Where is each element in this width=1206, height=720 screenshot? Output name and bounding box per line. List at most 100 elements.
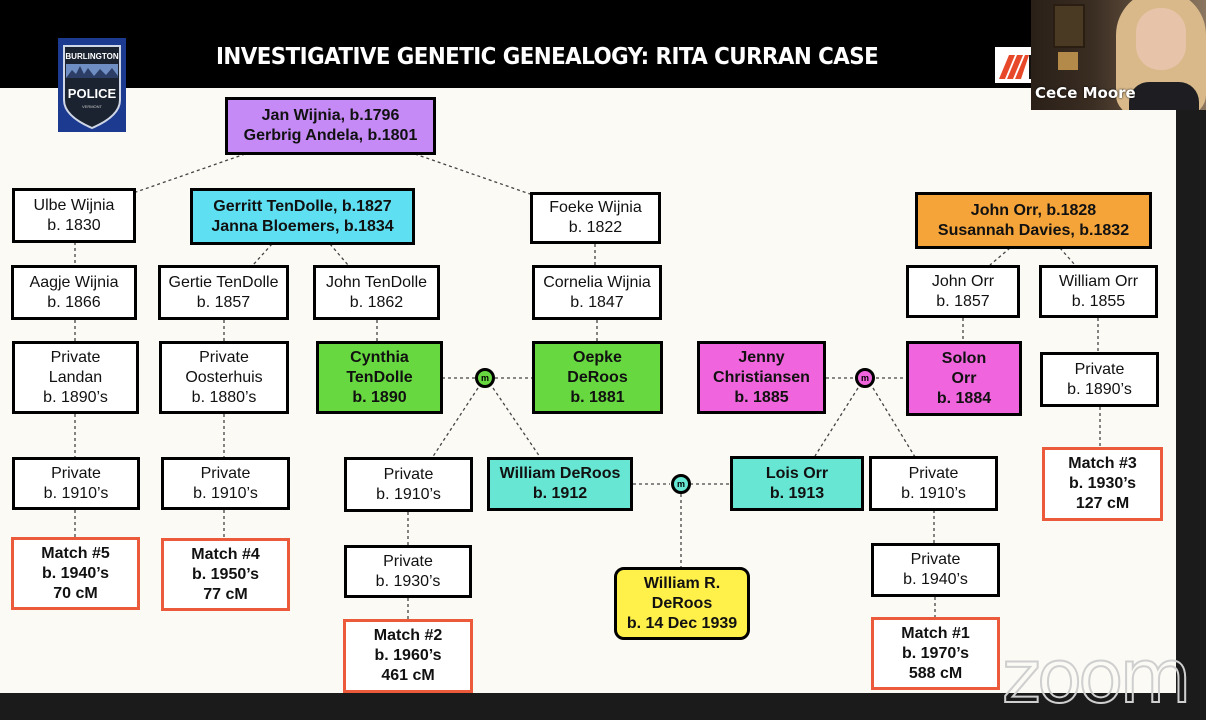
person-box-private-1940s: Private b. 1940’s <box>871 543 1000 597</box>
person-line: b. 1890 <box>352 388 407 406</box>
person-line: b. 14 Dec 1939 <box>626 614 738 632</box>
person-box-john-tendolle: John TenDolle b. 1862 <box>313 265 440 320</box>
person-box-william-r-deroos: William R. DeRoos b. 14 Dec 1939 <box>614 567 750 640</box>
person-line: Christiansen <box>713 368 810 386</box>
person-line: Lois Orr <box>765 464 829 482</box>
person-line: b. 1881 <box>570 388 625 406</box>
person-line: b. 1930’s <box>375 572 441 590</box>
person-box-oepke: Oepke DeRoos b. 1881 <box>532 341 663 414</box>
participant-name-label: CeCe Moore <box>1035 84 1136 102</box>
person-box-private-1910s: Private b. 1910’s <box>869 456 998 511</box>
person-box-cornelia: Cornelia Wijnia b. 1847 <box>532 265 662 320</box>
person-line: Gerbrig Andela, b.1801 <box>243 127 418 144</box>
match-line: 77 cM <box>203 585 248 603</box>
match-line: 588 cM <box>908 664 963 682</box>
person-line: William DeRoos <box>499 465 621 482</box>
person-line: Gertie TenDolle <box>168 273 279 291</box>
person-box-jan-gerbrig: Jan Wijnia, b.1796 Gerbrig Andela, b.180… <box>225 97 436 155</box>
person-box-private-1910s: Private b. 1910’s <box>12 457 140 510</box>
person-line: Jan Wijnia, b.1796 <box>261 107 400 124</box>
slide-title: INVESTIGATIVE GENETIC GENEALOGY: RITA CU… <box>216 44 879 70</box>
person-line: William Orr <box>1058 272 1139 290</box>
person-line: b. 1855 <box>1071 292 1126 310</box>
person-line: Private <box>383 465 434 483</box>
person-line: Private <box>51 464 101 482</box>
participant-body <box>1129 82 1199 110</box>
person-box-private-oosterhuis: Private Oosterhuis b. 1880’s <box>159 341 289 414</box>
match-line: Match #5 <box>41 544 110 562</box>
person-line: Landan <box>48 368 103 386</box>
person-box-cynthia: Cynthia TenDolle b. 1890 <box>316 341 443 414</box>
background-box <box>1058 52 1078 70</box>
person-line: John Orr <box>931 272 995 290</box>
match-box-4: Match #4 b. 1950’s 77 cM <box>161 538 290 611</box>
match-box-5: Match #5 b. 1940’s 70 cM <box>11 537 140 610</box>
person-box-gertie: Gertie TenDolle b. 1857 <box>158 265 289 320</box>
match-line: b. 1940’s <box>41 564 109 582</box>
person-box-private-1930s: Private b. 1930’s <box>344 545 472 598</box>
person-line: b. 1910’s <box>43 484 109 502</box>
match-line: Match #3 <box>1068 455 1137 472</box>
person-line: b. 1857 <box>936 292 990 310</box>
participant-face <box>1136 8 1186 70</box>
match-line: Match #2 <box>373 627 443 644</box>
person-box-lois-orr: Lois Orr b. 1913 <box>730 456 864 511</box>
person-line: b. 1890’s <box>1067 380 1132 398</box>
person-line: b. 1885 <box>734 388 789 406</box>
person-line: b. 1910’s <box>376 485 441 503</box>
zoom-watermark: zoom <box>1001 634 1193 720</box>
person-line: DeRoos <box>651 594 713 612</box>
person-line: b. 1884 <box>936 389 992 407</box>
person-line: b. 1913 <box>769 484 825 502</box>
person-line: DeRoos <box>567 368 628 386</box>
participant-video-tile[interactable]: CeCe Moore <box>1031 0 1206 110</box>
person-line: b. 1890’s <box>43 388 108 406</box>
person-box-private-1910s: Private b. 1910’s <box>344 457 473 512</box>
person-box-jenny: Jenny Christiansen b. 1885 <box>697 341 826 414</box>
svg-text:BURLINGTON: BURLINGTON <box>65 52 118 61</box>
person-line: b. 1880’s <box>191 388 257 406</box>
person-line: Private <box>383 552 433 570</box>
person-box-foeke: Foeke Wijnia b. 1822 <box>530 192 661 244</box>
person-line: Susannah Davies, b.1832 <box>937 221 1130 239</box>
person-line: Private <box>199 348 249 366</box>
person-box-solon: Solon Orr b. 1884 <box>906 341 1022 416</box>
person-box-gerritt-janna: Gerritt TenDolle, b.1827 Janna Bloemers,… <box>190 188 415 245</box>
person-line: b. 1910’s <box>193 484 258 502</box>
person-box-aagje: Aagje Wijnia b. 1866 <box>11 265 137 320</box>
match-line: b. 1930’s <box>1068 475 1136 492</box>
person-line: Foeke Wijnia <box>549 199 642 216</box>
person-line: Private <box>1074 360 1125 378</box>
person-line: Solon <box>941 349 987 367</box>
burlington-police-logo: BURLINGTON POLICE VERMONT <box>58 38 126 132</box>
match-box-3: Match #3 b. 1930’s 127 cM <box>1042 447 1163 521</box>
match-line: b. 1950’s <box>191 565 259 583</box>
match-box-1: Match #1 b. 1970’s 588 cM <box>871 617 1000 690</box>
svg-text:VERMONT: VERMONT <box>82 104 103 109</box>
person-line: b. 1940’s <box>903 571 968 588</box>
person-line: Ulbe Wijnia <box>33 196 115 214</box>
connector-lines <box>74 153 1101 619</box>
person-line: Private <box>908 464 959 482</box>
person-line: Orr <box>951 369 977 387</box>
match-line: 461 cM <box>381 667 435 684</box>
person-line: Private <box>50 348 101 366</box>
person-box-john-orr: John Orr b. 1857 <box>906 265 1020 318</box>
match-box-2: Match #2 b. 1960’s 461 cM <box>343 619 473 693</box>
person-line: b. 1910’s <box>901 484 966 502</box>
match-line: b. 1970’s <box>901 644 969 662</box>
marriage-node: m <box>855 368 875 388</box>
person-line: William R. <box>643 574 721 592</box>
person-box-ulbe: Ulbe Wijnia b. 1830 <box>12 188 136 243</box>
person-box-john-susannah: John Orr, b.1828 Susannah Davies, b.1832 <box>915 192 1152 249</box>
window-edge <box>1176 110 1206 693</box>
person-line: Jenny <box>738 348 785 366</box>
person-box-william-orr: William Orr b. 1855 <box>1039 265 1158 318</box>
person-box-private-1910s: Private b. 1910’s <box>161 457 290 510</box>
person-line: b. 1822 <box>568 219 623 236</box>
match-line: 127 cM <box>1075 495 1130 512</box>
match-line: b. 1960’s <box>374 647 442 664</box>
person-line: Janna Bloemers, b.1834 <box>211 217 394 235</box>
person-line: Oosterhuis <box>185 368 263 386</box>
person-line: Private <box>910 551 961 568</box>
